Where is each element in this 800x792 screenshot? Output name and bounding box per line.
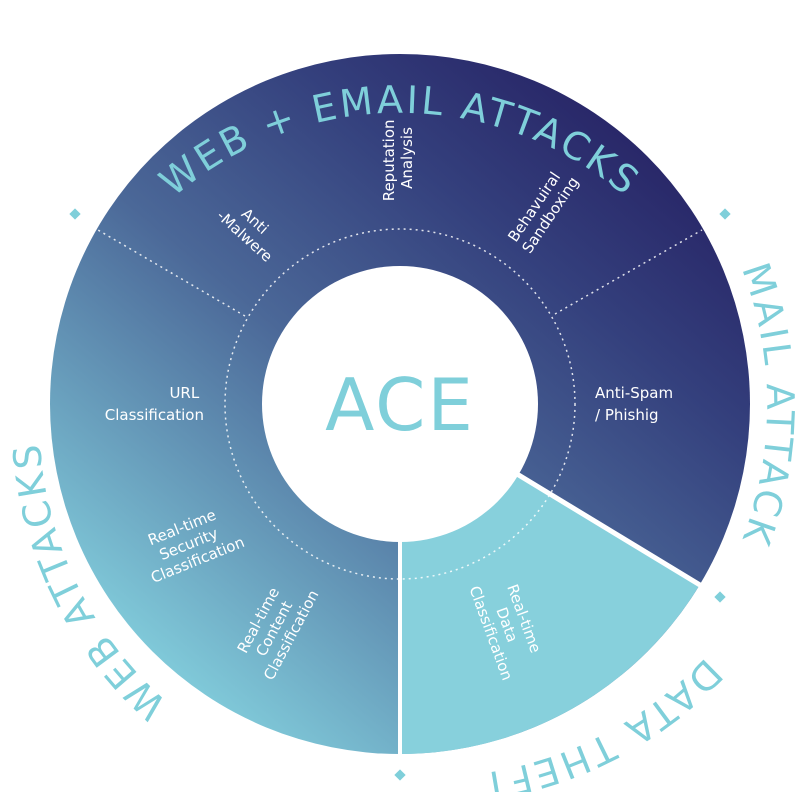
segment-label-anti-spam: Anti-Spam / Phishig — [595, 384, 678, 424]
dotted-divider-right — [554, 229, 703, 315]
diamond-marker-bottom — [394, 769, 406, 781]
diamond-marker-top-left — [69, 208, 81, 220]
dotted-divider-left — [97, 229, 246, 317]
center-label: ACE — [325, 363, 475, 447]
segment-label-reputation: Reputation Analysis — [380, 115, 416, 202]
divider-data-theft-right — [515, 471, 702, 588]
segment-label-url: URL Classification — [105, 384, 204, 424]
diamond-marker-top-right — [719, 208, 731, 220]
center-hub — [262, 266, 538, 542]
diamond-marker-right — [714, 591, 726, 603]
inner-dotted-circle — [224, 228, 576, 580]
